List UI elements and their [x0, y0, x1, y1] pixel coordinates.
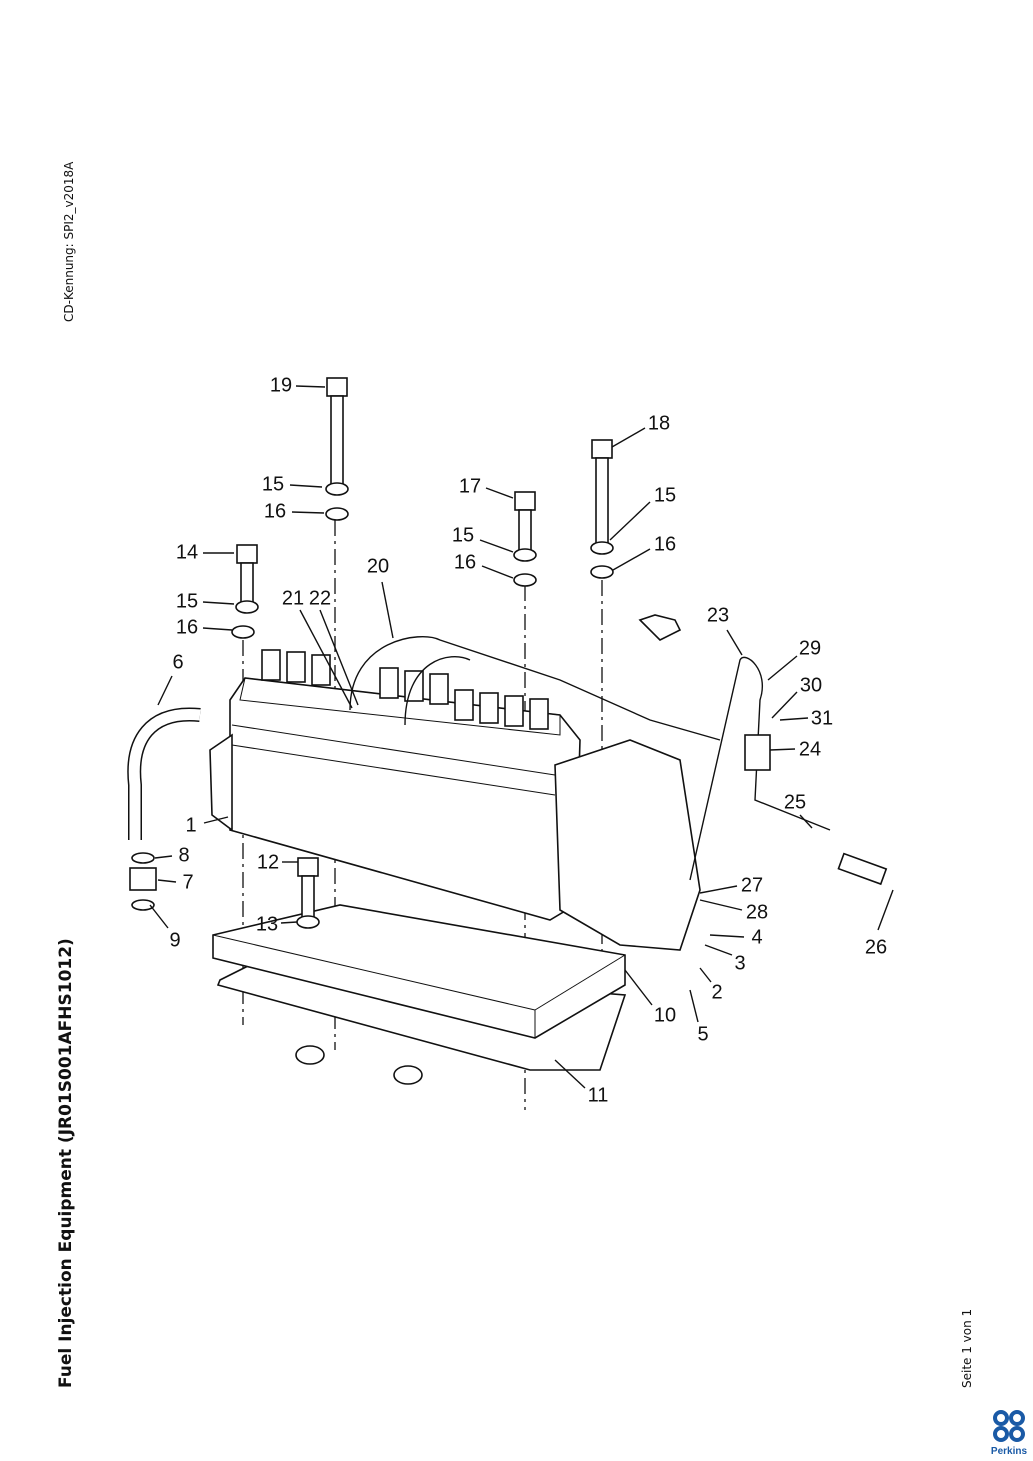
callout-16: 16 [264, 500, 286, 522]
callout-8: 8 [178, 844, 189, 866]
callout-29: 29 [799, 637, 821, 659]
perkins-logo-icon [993, 1410, 1025, 1442]
bolts [236, 377, 613, 919]
callout-3: 3 [734, 952, 745, 974]
callout-2: 2 [711, 981, 722, 1003]
callout-1: 1 [185, 814, 196, 836]
callout-28: 28 [746, 901, 768, 923]
callout-7: 7 [182, 871, 193, 893]
callout-23: 23 [707, 604, 729, 626]
callout-31: 31 [811, 707, 833, 729]
callout-6: 6 [172, 651, 183, 673]
callout-16: 16 [454, 551, 476, 573]
callout-12: 12 [257, 851, 279, 873]
callout-17: 17 [459, 475, 481, 497]
callout-26: 26 [865, 936, 887, 958]
callout-16: 16 [176, 616, 198, 638]
callout-11: 11 [588, 1084, 609, 1106]
base-plate [212, 904, 626, 1039]
callout-15: 15 [452, 524, 474, 546]
governor-housing [554, 739, 701, 951]
end-cover [209, 733, 233, 832]
washers [129, 482, 614, 1085]
callout-4: 4 [751, 926, 762, 948]
callout-27: 27 [741, 874, 763, 896]
callout-14: 14 [176, 541, 198, 563]
callout-15: 15 [654, 484, 676, 506]
callout-labels: 19 15 16 14 15 16 6 21 22 20 17 15 16 18… [169, 374, 887, 1106]
callout-15: 15 [262, 473, 284, 495]
callout-10: 10 [654, 1004, 676, 1026]
fuel-pipe [349, 636, 721, 741]
callout-16: 16 [654, 533, 676, 555]
callout-9: 9 [169, 929, 180, 951]
callout-30: 30 [800, 674, 822, 696]
callout-15: 15 [176, 590, 198, 612]
return-pipe [689, 656, 831, 881]
callout-20: 20 [367, 555, 389, 577]
callout-25: 25 [784, 791, 806, 813]
callout-5: 5 [697, 1023, 708, 1045]
callout-24: 24 [799, 738, 821, 760]
callout-21: 21 [282, 587, 304, 609]
perkins-logo-text: Perkins [990, 1446, 1028, 1457]
delivery-valves [261, 649, 549, 730]
callout-13: 13 [256, 913, 278, 935]
callout-18: 18 [648, 412, 670, 434]
perkins-logo: Perkins [988, 1410, 1030, 1457]
leader-lines [149, 385, 894, 1089]
callout-19: 19 [270, 374, 292, 396]
callout-22: 22 [309, 587, 331, 609]
